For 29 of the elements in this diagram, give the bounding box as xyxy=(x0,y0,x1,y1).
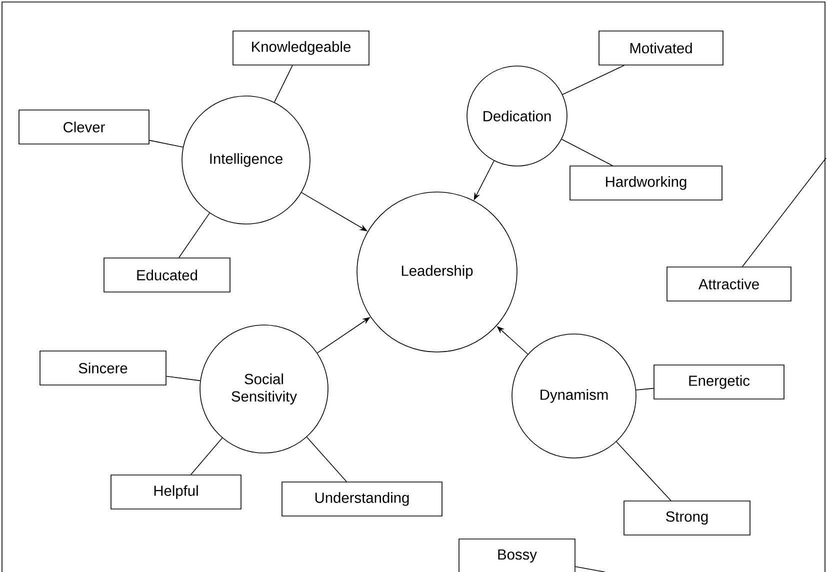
connector-line xyxy=(561,138,613,166)
trait-box: Hardworking xyxy=(570,166,722,200)
connector-line xyxy=(149,140,184,148)
connector-line xyxy=(306,436,347,482)
connector-line xyxy=(575,566,606,572)
trait-box: Helpful xyxy=(110,474,242,510)
trait-box: Educated xyxy=(104,258,230,292)
connector-line xyxy=(166,376,201,382)
circle-node: Dynamism xyxy=(512,334,636,458)
circle-node: Dedication xyxy=(466,66,568,166)
connector-line xyxy=(274,65,293,103)
trait-box: Motivated xyxy=(598,30,724,66)
connector-line xyxy=(190,438,223,475)
trait-box: Bossy xyxy=(458,538,576,572)
circle-node: Intelligence xyxy=(182,96,310,224)
connector-line xyxy=(742,158,826,267)
connector-line xyxy=(562,65,625,95)
connector-line xyxy=(616,441,672,501)
trait-box: Attractive xyxy=(666,266,792,302)
connector-line xyxy=(178,212,210,258)
trait-box: Knowledgeable xyxy=(232,30,370,66)
trait-box: Strong xyxy=(624,500,750,536)
trait-box: Clever xyxy=(18,110,150,144)
trait-box: Sincere xyxy=(40,350,166,386)
circle-node: Leadership xyxy=(356,192,518,352)
trait-box: Understanding xyxy=(282,482,442,516)
circle-node: Social Sensitivity xyxy=(200,324,328,454)
trait-box: Energetic xyxy=(654,364,784,400)
connector-line xyxy=(636,388,654,390)
